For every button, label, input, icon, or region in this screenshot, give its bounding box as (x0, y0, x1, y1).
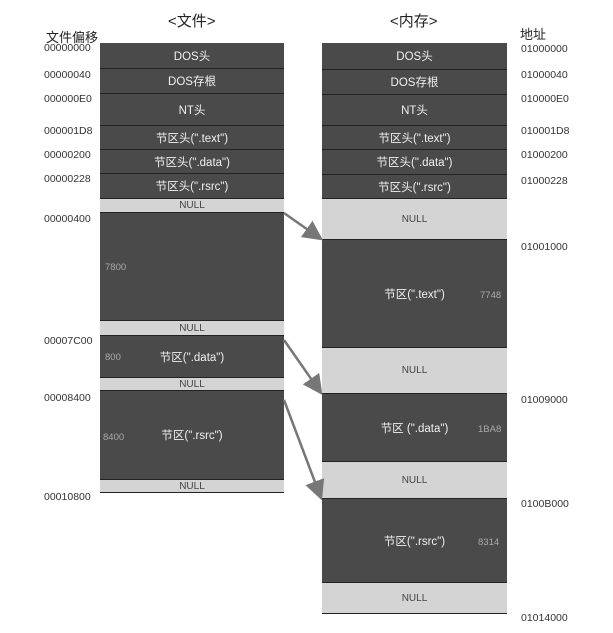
section-size: 1BA8 (478, 424, 502, 435)
file-offset-label: 00008400 (44, 392, 91, 404)
block-label: 节区头(".rsrc") (378, 181, 451, 194)
file-block-9: 节区(".data") (100, 336, 284, 378)
block-label: 节区头(".data") (154, 156, 230, 169)
block-label: 节区头(".rsrc") (155, 181, 229, 193)
memory-address-label: 01000200 (521, 149, 568, 161)
arrow-text-mapping (283, 211, 324, 241)
mem-block-4: 节区头(".data") (322, 150, 507, 175)
memory-address-label: 010001D8 (521, 125, 570, 137)
mem-block-0: DOS头 (322, 43, 507, 70)
block-label: 节区 (".data") (380, 422, 449, 435)
mem-block-11: 节区(".rsrc") (322, 499, 507, 583)
block-label: 节区(".text") (384, 288, 445, 301)
file-block-5: 节区头(".rsrc") (100, 174, 284, 199)
section-size: 8400 (103, 432, 125, 443)
memory-address-label: 01014000 (521, 612, 568, 624)
memory-address-label: 010000E0 (521, 93, 569, 105)
block-label: NULL (179, 378, 205, 390)
block-label: NULL (179, 480, 205, 492)
mem-block-2: NT头 (322, 95, 507, 126)
block-label: 节区头(".text") (155, 132, 229, 145)
file-offset-label: 00000200 (44, 149, 91, 161)
file-title: <文件> (168, 13, 216, 30)
block-label: NT头 (401, 105, 428, 117)
file-block-8: NULL (100, 321, 284, 336)
section-size: 8314 (478, 537, 500, 548)
section-size: 800 (105, 352, 121, 363)
block-label: 节区(".rsrc") (383, 535, 446, 548)
file-offset-label: 00007C00 (44, 335, 93, 347)
block-label: NULL (401, 365, 428, 376)
block-label: 节区(".rsrc") (161, 430, 223, 442)
file-offset-header: 文件偏移 (46, 30, 99, 45)
block-label: DOS存根 (168, 76, 216, 88)
block-label: NT头 (178, 104, 206, 117)
block-label: DOS存根 (390, 77, 439, 89)
block-label: NULL (179, 200, 205, 211)
memory-address-label: 01000000 (521, 43, 568, 55)
file-block-6: NULL (100, 199, 284, 213)
block-label: NULL (401, 592, 428, 604)
memory-title: <内存> (390, 13, 438, 30)
file-block-11: 节区(".rsrc") (100, 391, 284, 480)
block-label: DOS头 (173, 50, 211, 63)
file-block-4: 节区头(".data") (100, 150, 284, 174)
mem-block-10: NULL (322, 462, 507, 499)
file-offset-label: 000001D8 (44, 125, 93, 137)
memory-address-label: 0100B000 (521, 498, 569, 510)
block-label: 节区(".data") (159, 351, 225, 364)
file-offset-label: 000000E0 (44, 93, 92, 105)
block-label: 节区头(".data") (376, 157, 453, 169)
block-label: 节区头(".text") (378, 132, 451, 145)
file-offset-label: 00000400 (44, 213, 91, 225)
block-label: NULL (179, 322, 205, 334)
mem-block-8: NULL (322, 348, 507, 394)
file-offset-label: 00000000 (44, 42, 91, 54)
section-size: 7748 (480, 290, 502, 301)
file-block-3: 节区头(".text") (100, 126, 284, 150)
memory-address-label: 01000228 (521, 175, 568, 187)
file-block-10: NULL (100, 378, 284, 391)
mem-block-3: 节区头(".text") (322, 126, 507, 150)
file-block-12: NULL (100, 480, 284, 493)
block-label: NULL (401, 474, 428, 486)
mem-block-12: NULL (322, 583, 507, 614)
file-offset-label: 00000040 (44, 69, 91, 81)
mem-block-9: 节区 (".data") (322, 394, 507, 462)
arrow-data-mapping (282, 339, 323, 396)
mem-block-6: NULL (322, 199, 507, 240)
mem-block-7: 节区(".text") (322, 240, 507, 348)
file-block-0: DOS头 (100, 43, 284, 69)
memory-address-label: 01000040 (521, 69, 568, 81)
file-block-1: DOS存根 (100, 69, 284, 94)
address-header: 地址 (520, 27, 547, 42)
file-block-2: NT头 (100, 94, 284, 126)
memory-address-label: 01009000 (521, 394, 568, 406)
arrow-rsrc-mapping (282, 399, 325, 501)
file-offset-label: 00010800 (44, 491, 91, 503)
section-size: 7800 (105, 262, 127, 273)
memory-address-label: 01001000 (521, 241, 568, 253)
file-offset-label: 00000228 (44, 173, 91, 185)
file-block-7 (100, 213, 284, 321)
mem-block-1: DOS存根 (322, 70, 507, 95)
block-label: DOS头 (396, 51, 433, 63)
block-label: NULL (401, 213, 428, 225)
mem-block-5: 节区头(".rsrc") (322, 175, 507, 199)
